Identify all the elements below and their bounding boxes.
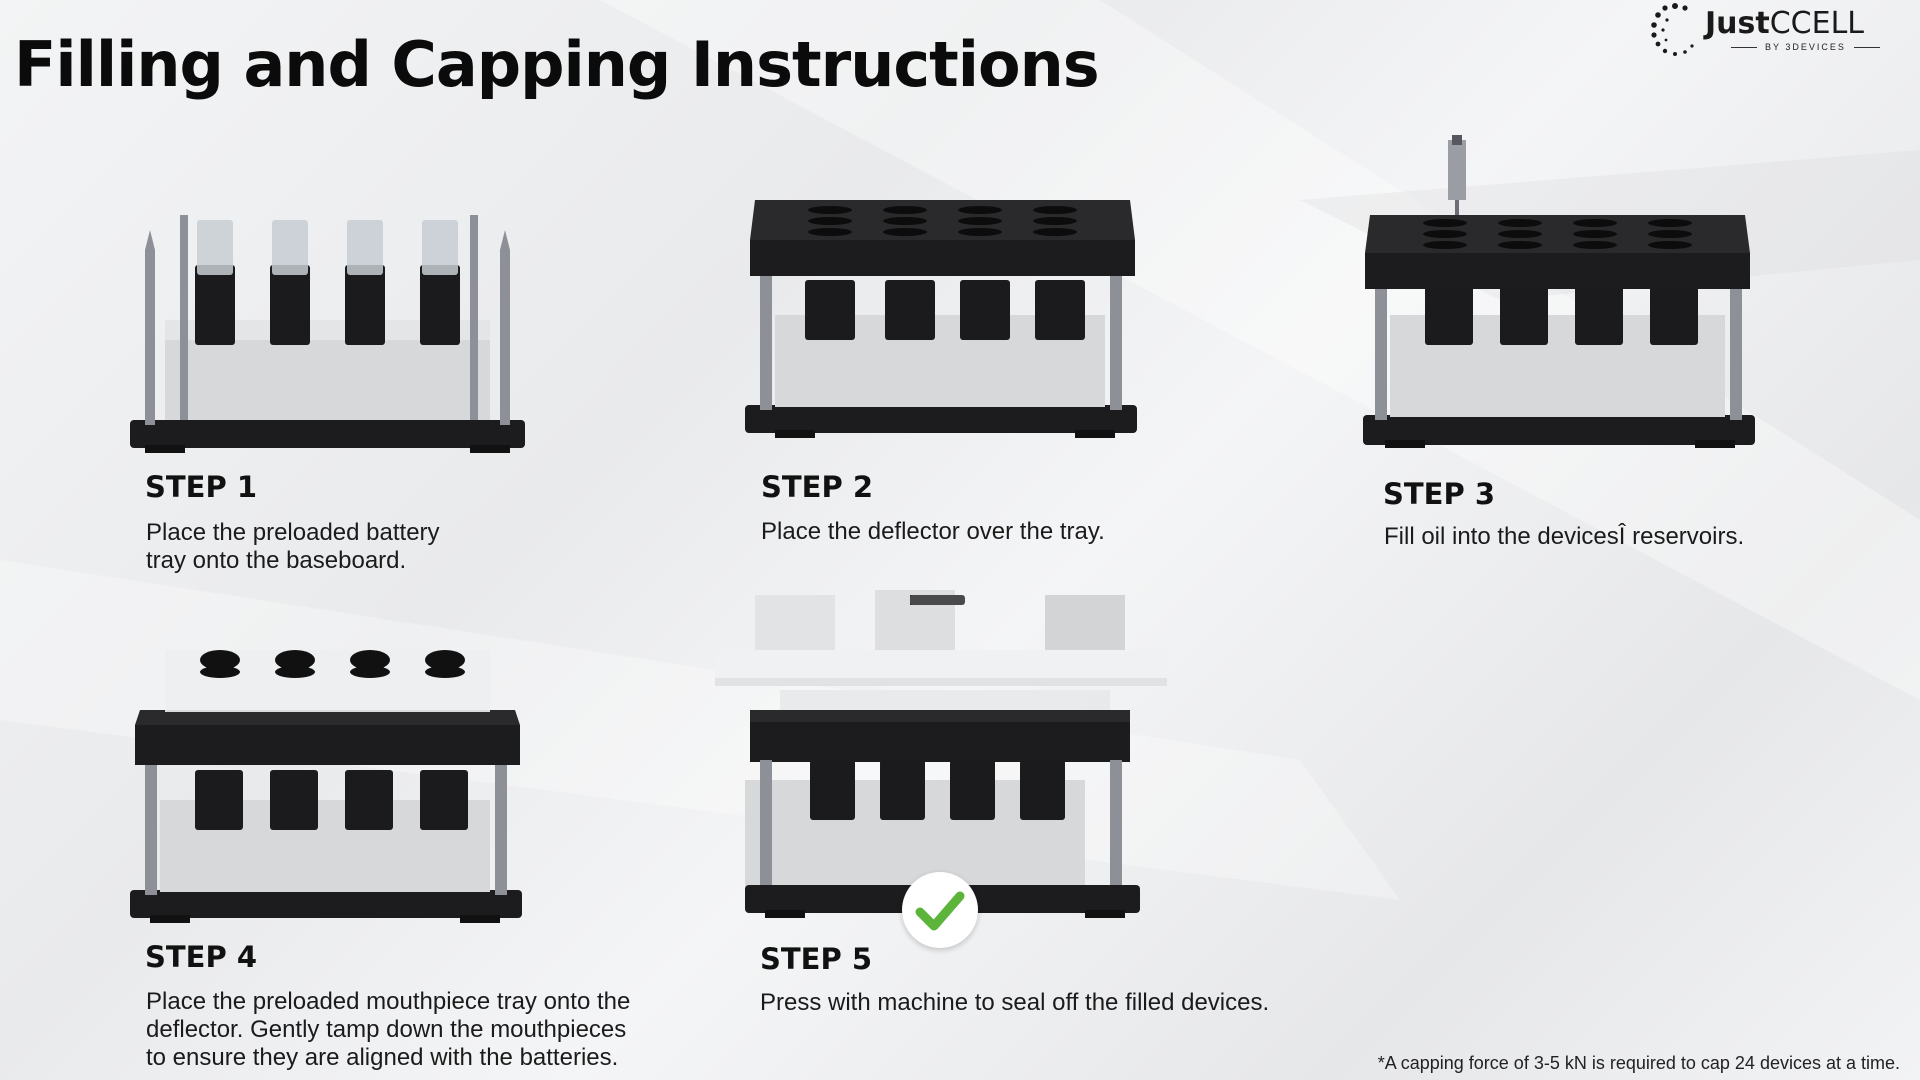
step2-text: Place the deflector over the tray. [761,518,1105,545]
step5-text: Press with machine to seal off the fille… [760,989,1270,1016]
step3-label: STEP 3 [1383,477,1496,511]
check-icon [915,891,965,931]
brand-logo-icon [1651,3,1694,56]
step4-illustration [130,650,522,923]
brand-logo: JustCCELL BY 3DEVICES [1645,0,1905,60]
step4-text: Place the preloaded mouthpiece tray onto… [146,988,631,1071]
step3-illustration [1363,135,1755,448]
brand-name: JustCCELL [1705,6,1864,41]
check-badge [902,872,978,948]
step4-label: STEP 4 [145,940,258,974]
brand-subtitle: BY 3DEVICES [1723,42,1888,52]
step5-label: STEP 5 [760,942,873,976]
page-title: Filling and Capping Instructions [14,28,1100,101]
step5-illustration [715,590,1167,918]
footnote: *A capping force of 3-5 kN is required t… [1377,1053,1900,1073]
step2-label: STEP 2 [761,470,874,504]
step1-label: STEP 1 [145,470,258,504]
step3-text: Fill oil into the devicesÎ reservoirs. [1384,523,1745,550]
step1-illustration [130,215,525,453]
step2-illustration [745,200,1137,438]
